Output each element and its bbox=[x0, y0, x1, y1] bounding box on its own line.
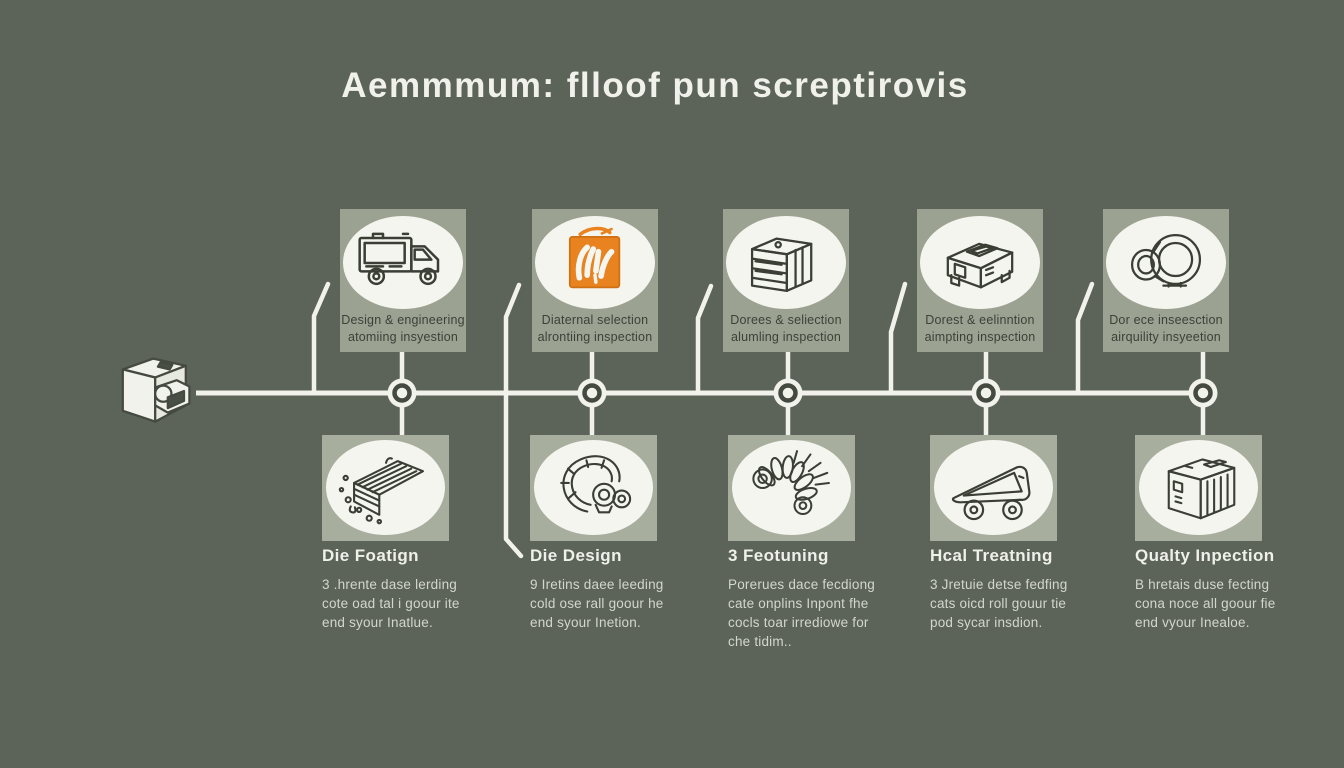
timeline-node bbox=[976, 383, 996, 403]
stage-caption-line2: atomiing insyestion bbox=[347, 330, 459, 344]
icon-circle bbox=[534, 440, 653, 535]
timeline-node bbox=[1193, 383, 1213, 403]
stage-top-card: Dor ece inseesction airquility insyeetio… bbox=[1103, 209, 1229, 352]
stage-body-line: end vyour Inealoe. bbox=[1135, 615, 1250, 630]
stage-title: Die Foatign bbox=[322, 546, 419, 565]
stage-title: Die Design bbox=[530, 546, 622, 565]
stage-bottom-card bbox=[530, 435, 657, 541]
stage-bottom-text: Die Design 9 Iretins daee leeding cold o… bbox=[530, 546, 735, 632]
press-machine-icon bbox=[946, 242, 1014, 288]
stage-caption-line1: Design & engineering bbox=[341, 313, 465, 327]
stage-body-line: 3 Jretuie detse fedfing bbox=[930, 577, 1068, 592]
stage-body-line: B hretais duse fecting bbox=[1135, 577, 1270, 592]
stage-top-card: Dorees & seliection alumling inspection bbox=[723, 209, 849, 352]
coil-spring-icon bbox=[751, 449, 830, 515]
timeline-node bbox=[392, 383, 412, 403]
stage-caption-line2: airquility insyeetion bbox=[1111, 330, 1221, 344]
stage-body-line: cote oad tal i goour ite bbox=[322, 596, 460, 611]
stage-body-line: pod sycar insdion. bbox=[930, 615, 1043, 630]
orange-logo-icon bbox=[568, 226, 621, 288]
stage-title: 3 Feotuning bbox=[728, 546, 829, 565]
stage-top-card: Dorest & eelinntion aimpting inspection bbox=[917, 209, 1043, 352]
icon-circle bbox=[1106, 216, 1226, 309]
leader-line bbox=[888, 281, 908, 394]
hose-nozzle-icon bbox=[559, 454, 631, 513]
stacked-press-icon bbox=[750, 237, 813, 292]
stage-body-line: che tidim.. bbox=[728, 634, 792, 649]
leader-line bbox=[1075, 281, 1095, 394]
leader-line bbox=[503, 282, 524, 559]
stage-body-line: cats oicd roll gouur tie bbox=[930, 596, 1067, 611]
icon-circle bbox=[726, 216, 846, 309]
stage-bottom-text: Hcal Treatning 3 Jretuie detse fedfing c… bbox=[930, 546, 1135, 632]
stage-top-card: Diaternal selection alrontiing inspectio… bbox=[532, 209, 658, 352]
stage-caption-line2: alrontiing inspection bbox=[537, 330, 653, 344]
stage-caption-line2: aimpting inspection bbox=[924, 330, 1036, 344]
stage-body-line: cate onplins Inpont fhe bbox=[728, 596, 869, 611]
stage-body-line: cocls toar irrediowe for bbox=[728, 615, 869, 630]
stage-bottom-text: 3 Feotuning Porerues dace fecdiong cate … bbox=[728, 546, 933, 651]
control-box-icon bbox=[1167, 457, 1235, 519]
leader-line bbox=[311, 281, 331, 394]
stage-caption-line1: Dor ece inseesction bbox=[1109, 313, 1223, 327]
cart-icon bbox=[951, 465, 1030, 520]
stage-title: Qualty Inpection bbox=[1135, 546, 1275, 565]
leader-line bbox=[695, 283, 714, 394]
stage-body-line: 9 Iretins daee leeding bbox=[530, 577, 664, 592]
timeline-nodes bbox=[387, 378, 1218, 408]
stage-bottom-card bbox=[728, 435, 855, 541]
timeline-node bbox=[582, 383, 602, 403]
icon-circle bbox=[535, 216, 655, 309]
stage-body-line: end syour Inetion. bbox=[530, 615, 641, 630]
stage-caption-line2: alumling inspection bbox=[730, 330, 842, 344]
icon-circle bbox=[1139, 440, 1258, 535]
icon-circle bbox=[326, 440, 445, 535]
stage-caption-line1: Dorest & eelinntion bbox=[925, 313, 1035, 327]
stage-body-line: 3 .hrente dase lerding bbox=[322, 577, 457, 592]
stage-bottom-card bbox=[1135, 435, 1262, 541]
extruder-machine-icon bbox=[112, 348, 202, 434]
stage-caption-line1: Dorees & seliection bbox=[730, 313, 842, 327]
timeline-node bbox=[778, 383, 798, 403]
icon-circle bbox=[920, 216, 1040, 309]
icon-circle bbox=[732, 440, 851, 535]
icon-circle bbox=[343, 216, 463, 309]
stage-top-card: Design & engineering atomiing insyestion bbox=[340, 209, 466, 352]
truck-icon bbox=[358, 232, 440, 285]
extrusion-block-icon bbox=[338, 456, 424, 524]
icon-circle bbox=[934, 440, 1053, 535]
stage-body-line: Porerues dace fecdiong bbox=[728, 577, 875, 592]
stage-body-line: end syour Inatlue. bbox=[322, 615, 433, 630]
stage-bottom-card bbox=[322, 435, 449, 541]
stage-body-line: cona noce all goour fie bbox=[1135, 596, 1276, 611]
pipe-flange-icon bbox=[1130, 233, 1202, 288]
stage-bottom-card bbox=[930, 435, 1057, 541]
stage-caption-line1: Diaternal selection bbox=[541, 313, 649, 327]
stage-body-line: cold ose rall goour he bbox=[530, 596, 664, 611]
stage-bottom-text: Die Foatign 3 .hrente dase lerding cote … bbox=[322, 546, 527, 632]
page-title: Aemmmum: flloof pun screptirovis bbox=[341, 66, 969, 105]
stage-title: Hcal Treatning bbox=[930, 546, 1053, 565]
stage-bottom-text: Qualty Inpection B hretais duse fecting … bbox=[1135, 546, 1340, 632]
